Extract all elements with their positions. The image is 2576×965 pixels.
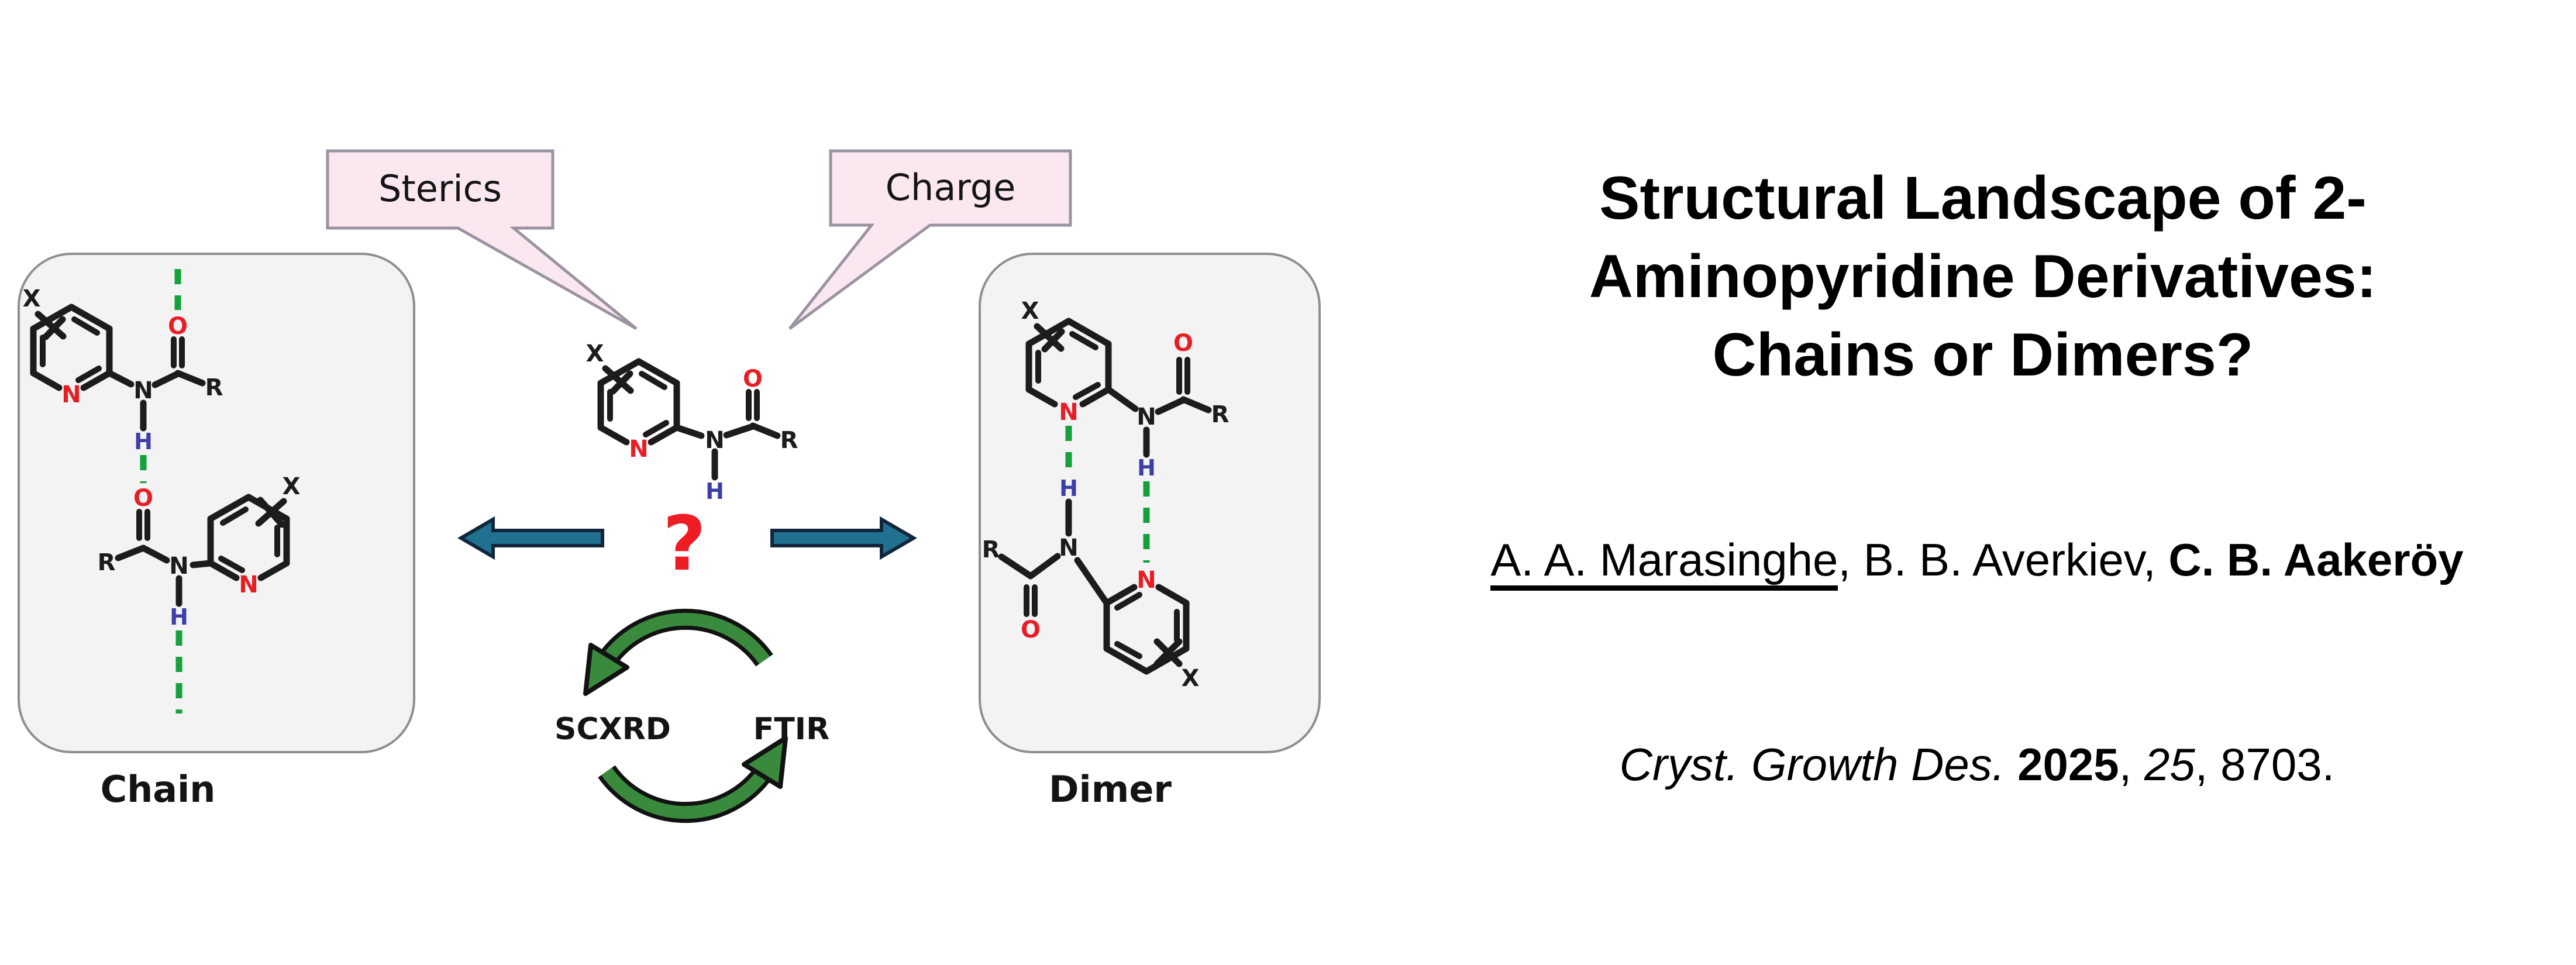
- x-substituent-label: X: [1021, 298, 1039, 325]
- chain-double-bonds: [40, 316, 280, 573]
- scxrd-label: SCXRD: [555, 712, 671, 747]
- ftir-label: FTIR: [753, 712, 830, 747]
- amide-hydrogen-label: H: [1059, 475, 1078, 501]
- cycle-arrows-icon: [583, 608, 788, 823]
- dimer-structure-drawing: X N N O R H H N R O N X: [982, 298, 1230, 692]
- amide-hydrogen-label: H: [134, 429, 153, 454]
- author-separator: ,: [1838, 534, 1864, 585]
- pyridine-nitrogen-label: N: [1059, 399, 1078, 426]
- citation-separator: ,: [2119, 739, 2144, 790]
- speech-bubbles: [326, 149, 1072, 330]
- citation-space: [2005, 739, 2017, 790]
- right-arrow-icon: [770, 516, 917, 560]
- chain-hbond-dashes: [140, 269, 182, 714]
- x-substituent-label: X: [586, 340, 604, 367]
- amide-hydrogen-label: H: [170, 604, 188, 630]
- amide-hydrogen-label: H: [1137, 455, 1156, 481]
- citation-journal: Cryst. Growth Des.: [1619, 739, 2005, 790]
- dimer-double-bonds: [1024, 331, 1190, 659]
- central-molecule-drawing: X N N O R H: [586, 340, 798, 504]
- citation-year: 2025: [2017, 739, 2119, 790]
- dimer-box-label: Dimer: [1049, 768, 1172, 811]
- r-group-label: R: [98, 549, 116, 576]
- r-group-label: R: [780, 427, 798, 454]
- charge-bubble-label: Charge: [885, 166, 1016, 209]
- title-line-2: Aminopyridine Derivatives:: [1589, 243, 2377, 311]
- r-group-label: R: [982, 536, 1000, 563]
- title-line-3: Chains or Dimers?: [1712, 321, 2254, 389]
- r-group-label: R: [1211, 401, 1230, 428]
- chain-structure-drawing: X N N O R H O R N H N X: [23, 269, 301, 714]
- x-substituent-label: X: [23, 285, 41, 312]
- author-separator: ,: [2143, 534, 2169, 585]
- amide-hydrogen-label: H: [705, 478, 724, 504]
- dimer-hbond-dashes: [1065, 426, 1150, 563]
- dimer-bonds: [998, 318, 1212, 675]
- sterics-bubble-label: Sterics: [378, 167, 502, 210]
- charge-bubble: [788, 149, 1072, 330]
- pyridine-nitrogen-label: N: [61, 381, 81, 408]
- chain-bonds: [30, 304, 290, 607]
- author-averkiev: B. B. Averkiev: [1863, 534, 2144, 585]
- citation-volume: 25: [2144, 739, 2195, 790]
- chain-box-label: Chain: [100, 768, 216, 811]
- carbonyl-oxygen-label: O: [133, 485, 153, 512]
- citation-page: 8703.: [2220, 739, 2335, 790]
- amide-nitrogen-label: N: [705, 427, 724, 454]
- author-marasinghe: A. A. Marasinghe: [1490, 534, 1838, 591]
- amide-nitrogen-label: N: [1137, 404, 1156, 430]
- decision-arrows: [457, 516, 917, 560]
- central-double-bonds: [607, 371, 760, 437]
- x-substituent-label: X: [1182, 665, 1200, 692]
- authors-line: A. A. Marasinghe, B. B. Averkiev, C. B. …: [1380, 533, 2574, 591]
- amide-nitrogen-label: N: [133, 377, 153, 404]
- cycle-arrowhead-left: [583, 643, 629, 696]
- question-mark: ?: [662, 501, 707, 588]
- author-aakeroy: C. B. Aakeröy: [2168, 534, 2464, 585]
- central-bonds: [597, 358, 781, 481]
- chain-box: [18, 253, 415, 753]
- pyridine-nitrogen-label: N: [239, 571, 258, 598]
- carbonyl-oxygen-label: O: [743, 366, 763, 392]
- cycle-arrowhead-right: [742, 736, 788, 789]
- x-substituent-label: X: [283, 473, 301, 500]
- amide-nitrogen-label: N: [1059, 535, 1078, 561]
- left-arrow-icon: [457, 516, 604, 560]
- pyridine-nitrogen-label: N: [629, 436, 648, 463]
- citation-separator: ,: [2195, 739, 2221, 790]
- title-line-1: Structural Landscape of 2-: [1599, 164, 2367, 232]
- r-group-label: R: [205, 374, 223, 401]
- carbonyl-oxygen-label: O: [1173, 330, 1193, 357]
- carbonyl-oxygen-label: O: [1021, 616, 1041, 643]
- sterics-bubble: [326, 149, 638, 330]
- carbonyl-oxygen-label: O: [168, 313, 188, 340]
- paper-title: Structural Landscape of 2- Aminopyridine…: [1433, 159, 2533, 394]
- amide-nitrogen-label: N: [169, 553, 188, 580]
- pyridine-nitrogen-label: N: [1137, 567, 1156, 594]
- citation-line: Cryst. Growth Des. 2025, 25, 8703.: [1380, 738, 2574, 791]
